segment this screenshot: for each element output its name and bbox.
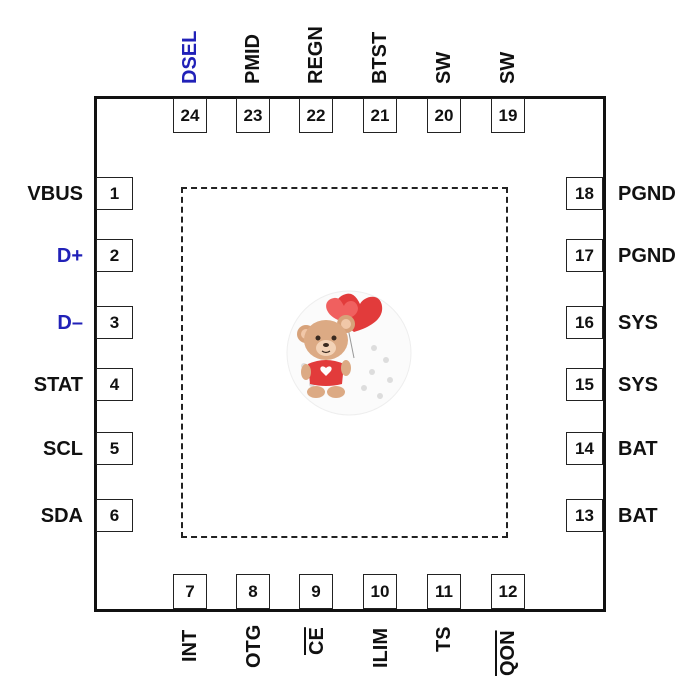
pin-7: 7	[173, 574, 207, 609]
pin-8: 8	[236, 574, 270, 609]
pin-3: 3	[96, 306, 133, 339]
pin-label-btst: BTST	[369, 31, 391, 84]
pin-12: 12	[491, 574, 525, 609]
pin-13: 13	[566, 499, 603, 532]
pin-label-d-minus: D–	[57, 312, 83, 334]
pin-label-pgnd-17: PGND	[618, 245, 676, 267]
pin-label-int: INT	[179, 629, 201, 662]
pin-label-ce: CE	[306, 627, 328, 655]
pin-label-bat-13: BAT	[618, 505, 658, 527]
pin-label-pmid: PMID	[242, 34, 264, 84]
pin-label-vbus: VBUS	[27, 183, 83, 205]
package-outline	[94, 96, 606, 612]
pin-23: 23	[236, 98, 270, 133]
pin-label-d-plus: D+	[56, 245, 83, 267]
pin-5: 5	[96, 432, 133, 465]
pin-label-dsel: DSEL	[179, 30, 201, 84]
pin-label-qon: QON	[497, 630, 519, 676]
pin-label-ts: TS	[433, 626, 455, 652]
pin-label-bat-14: BAT	[618, 438, 658, 460]
pin-2: 2	[96, 239, 133, 272]
pin-15: 15	[566, 368, 603, 401]
pin-17: 17	[566, 239, 603, 272]
pin-14: 14	[566, 432, 603, 465]
pin-1: 1	[96, 177, 133, 210]
pin-label-sda: SDA	[40, 505, 83, 527]
pin-21: 21	[363, 98, 397, 133]
pin-label-sys-16: SYS	[618, 312, 659, 334]
pin-label-sw-19: SW	[497, 51, 519, 84]
pin-label-sys-15: SYS	[618, 374, 659, 396]
pin-label-stat: STAT	[33, 374, 83, 396]
pin-10: 10	[363, 574, 397, 609]
pin-20: 20	[427, 98, 461, 133]
pin-9: 9	[299, 574, 333, 609]
pin-11: 11	[427, 574, 461, 609]
pin-4: 4	[96, 368, 133, 401]
teddy-bear-with-heart-balloon-icon	[286, 290, 412, 416]
pin-6: 6	[96, 499, 133, 532]
thermal-pad	[181, 187, 508, 538]
pin-label-regn: REGN	[305, 26, 327, 84]
pin-22: 22	[299, 98, 333, 133]
pin-19: 19	[491, 98, 525, 133]
pin-label-scl: SCL	[43, 438, 83, 460]
pin-label-sw-20: SW	[433, 51, 455, 84]
pin-16: 16	[566, 306, 603, 339]
pin-label-otg: OTG	[243, 624, 265, 668]
pin-24: 24	[173, 98, 207, 133]
pin-18: 18	[566, 177, 603, 210]
pin-label-ilim: ILIM	[370, 628, 392, 668]
pin-label-pgnd-18: PGND	[618, 183, 676, 205]
